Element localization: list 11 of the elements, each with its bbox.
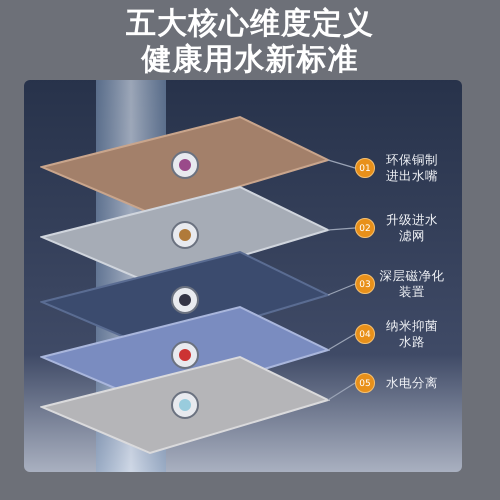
feature-label: 水电分离 bbox=[385, 375, 439, 391]
feature-label: 环保铜制进出水嘴 bbox=[385, 152, 439, 184]
leader-line bbox=[328, 227, 356, 231]
feature-label: 深层磁净化装置 bbox=[378, 268, 446, 300]
leader-line bbox=[328, 159, 356, 169]
feature-label: 升级进水滤网 bbox=[385, 212, 439, 244]
leader-line bbox=[328, 333, 356, 351]
leader-line bbox=[328, 382, 356, 400]
leader-line bbox=[328, 283, 356, 296]
title: 五大核心维度定义健康用水新标准 bbox=[125, 6, 375, 78]
feature-label: 纳米抑菌水路 bbox=[385, 318, 439, 350]
